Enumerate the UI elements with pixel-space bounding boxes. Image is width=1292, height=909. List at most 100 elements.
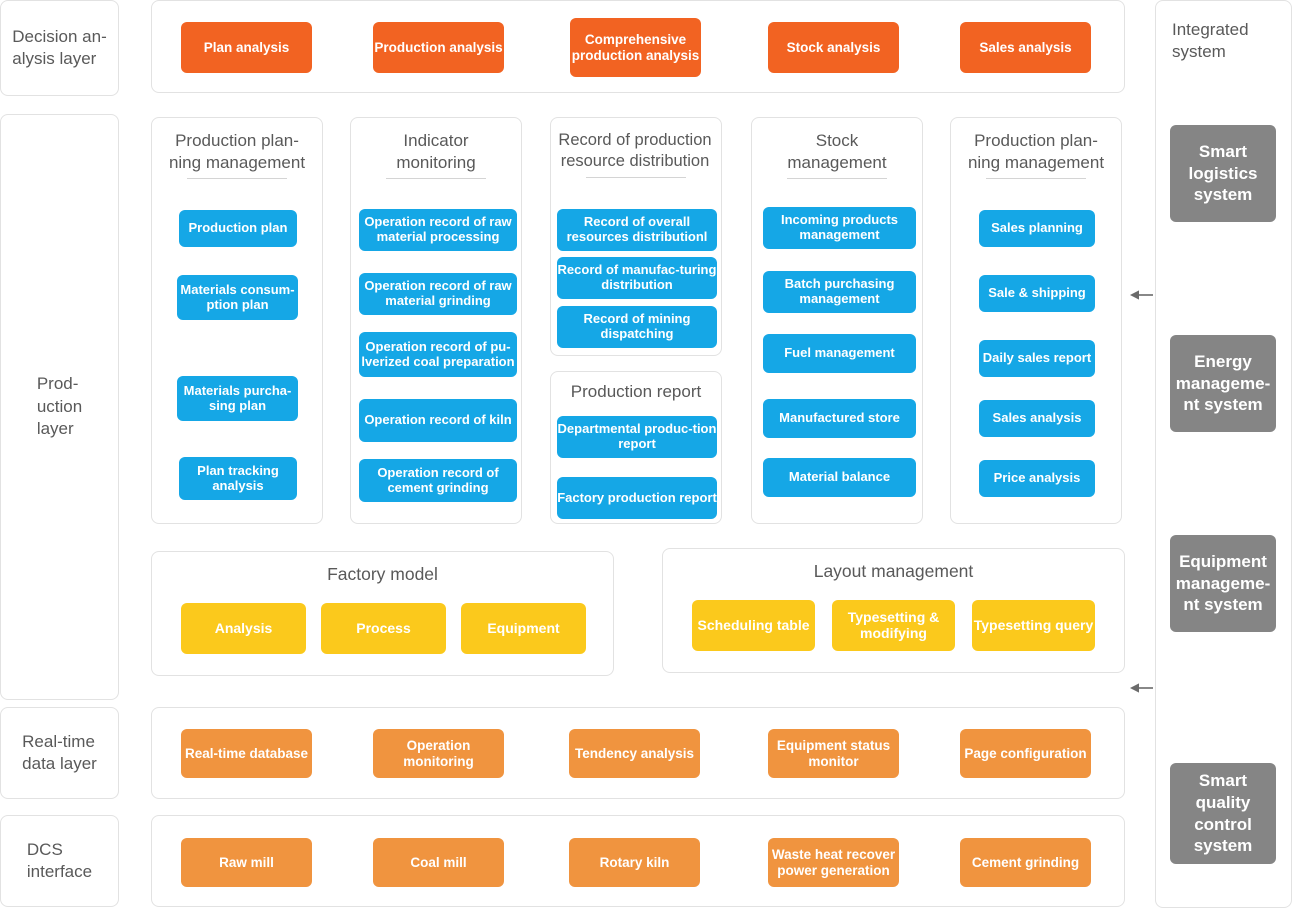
group-title-line2: ning management (967, 153, 1105, 173)
integrated-item-energy-management-system[interactable]: Energy manageme-nt system (1170, 335, 1276, 432)
group-title-production-report: Production report (551, 372, 721, 403)
integrated-item-smart-quality-control-system[interactable]: Smart quality control system (1170, 763, 1276, 864)
item-plan-tracking-analysis[interactable]: Plan tracking analysis (179, 457, 297, 500)
group-factory-model: Factory model Analysis Process Equipment (151, 551, 614, 676)
decision-button-stock-analysis[interactable]: Stock analysis (768, 22, 899, 73)
decision-button-comprehensive-production-analysis[interactable]: Comprehensive production analysis (570, 18, 701, 77)
group-title-line1: Stock (815, 131, 859, 150)
group-production-planning-management-sales: Production plan- ning management Sales p… (950, 117, 1122, 524)
item-manufactured-store[interactable]: Manufactured store (763, 399, 916, 438)
item-scheduling-table[interactable]: Scheduling table (692, 600, 815, 651)
item-record-overall-resources-distribution[interactable]: Record of overall resources distribution… (557, 209, 717, 251)
item-material-balance[interactable]: Material balance (763, 458, 916, 497)
dcs-button-cement-grinding[interactable]: Cement grinding (960, 838, 1091, 887)
realtime-button-operation-monitoring[interactable]: Operation monitoring (373, 729, 504, 778)
dcs-button-rotary-kiln[interactable]: Rotary kiln (569, 838, 700, 887)
realtime-button-real-time-database[interactable]: Real-time database (181, 729, 312, 778)
realtime-button-page-configuration[interactable]: Page configuration (960, 729, 1091, 778)
group-title-line1: Layout management (813, 561, 974, 581)
item-sales-analysis[interactable]: Sales analysis (979, 400, 1095, 437)
title-divider (786, 178, 888, 180)
group-title-record-production-resource-distribution: Record of production resource distributi… (551, 118, 721, 178)
dcs-button-waste-heat-recover-power-generation[interactable]: Waste heat recover power generation (768, 838, 899, 887)
title-divider (186, 178, 288, 180)
item-fuel-management[interactable]: Fuel management (763, 334, 916, 373)
item-operation-record-raw-material-processing[interactable]: Operation record of raw material process… (359, 209, 517, 251)
item-operation-record-cement-grinding[interactable]: Operation record of cement grinding (359, 459, 517, 502)
group-title-line1: Production plan- (974, 131, 1098, 150)
item-departmental-production-report[interactable]: Departmental produc-tion report (557, 416, 717, 458)
integrated-item-equipment-management-system[interactable]: Equipment manageme-nt system (1170, 535, 1276, 632)
group-title-production-planning-management-sales: Production plan- ning management (951, 118, 1121, 180)
item-factory-model-process[interactable]: Process (321, 603, 446, 654)
layer-label-realtime: Real-time data layer (0, 707, 119, 799)
integrated-system-panel: Integrated system Smart logistics system… (1155, 0, 1292, 908)
decision-button-sales-analysis[interactable]: Sales analysis (960, 22, 1091, 73)
group-title-line1: Record of production (558, 131, 712, 149)
realtime-data-panel: Real-time database Operation monitoring … (151, 707, 1125, 799)
integrated-system-title-line1: Integrated (1172, 20, 1249, 39)
item-production-plan[interactable]: Production plan (179, 210, 297, 247)
layer-label-production: Prod- uction layer (0, 114, 119, 700)
item-price-analysis[interactable]: Price analysis (979, 460, 1095, 497)
group-stock-management: Stock management Incoming products manag… (751, 117, 923, 524)
item-operation-record-pulverized-coal-preparation[interactable]: Operation record of pu-lverized coal pre… (359, 332, 517, 377)
item-record-mining-dispatching[interactable]: Record of mining dispatching (557, 306, 717, 348)
item-materials-consumption-plan[interactable]: Materials consum- ption plan (177, 275, 298, 320)
title-divider (585, 176, 687, 178)
layer-label-production-line3: layer (36, 419, 74, 439)
group-title-line1: Indicator (403, 131, 469, 150)
item-daily-sales-report[interactable]: Daily sales report (979, 340, 1095, 377)
item-batch-purchasing-management[interactable]: Batch purchasing management (763, 271, 916, 313)
item-factory-model-equipment[interactable]: Equipment (461, 603, 586, 654)
group-production-planning-management: Production plan- ning management Product… (151, 117, 323, 524)
item-operation-record-kiln[interactable]: Operation record of kiln (359, 399, 517, 442)
group-title-production-planning-management: Production plan- ning management (152, 118, 322, 180)
layer-label-decision: Decision an- alysis layer (0, 0, 119, 96)
title-divider (385, 178, 487, 180)
group-record-production-resource-distribution: Record of production resource distributi… (550, 117, 722, 356)
decision-analysis-panel: Plan analysis Production analysis Compre… (151, 0, 1125, 93)
layer-label-production-line1: Prod- (36, 374, 79, 394)
group-title-line2: ning management (168, 153, 306, 173)
integrated-item-smart-logistics-system[interactable]: Smart logistics system (1170, 125, 1276, 222)
dcs-interface-panel: Raw mill Coal mill Rotary kiln Waste hea… (151, 815, 1125, 907)
realtime-button-tendency-analysis[interactable]: Tendency analysis (569, 729, 700, 778)
group-title-line2: management (787, 153, 887, 173)
decision-button-production-analysis[interactable]: Production analysis (373, 22, 504, 73)
item-incoming-products-management[interactable]: Incoming products management (763, 207, 916, 249)
dcs-button-coal-mill[interactable]: Coal mill (373, 838, 504, 887)
group-production-report: Production report Departmental produc-ti… (550, 371, 722, 524)
decision-button-plan-analysis[interactable]: Plan analysis (181, 22, 312, 73)
layer-label-decision-line2: alysis layer (12, 49, 97, 68)
group-title-line1: Production plan- (175, 131, 299, 150)
item-sales-planning[interactable]: Sales planning (979, 210, 1095, 247)
arrow-production-to-integrated (1130, 290, 1153, 300)
group-title-layout-management: Layout management (663, 549, 1124, 583)
layer-label-decision-line1: Decision an- (12, 26, 107, 46)
group-title-line2: monitoring (396, 153, 476, 173)
layer-label-dcs: DCS interface (0, 815, 119, 907)
item-materials-purchasing-plan[interactable]: Materials purcha- sing plan (177, 376, 298, 421)
layer-label-dcs-line1: DCS (26, 839, 63, 859)
layer-label-realtime-line2: data layer (22, 754, 97, 773)
dcs-button-raw-mill[interactable]: Raw mill (181, 838, 312, 887)
group-layout-management: Layout management Scheduling table Types… (662, 548, 1125, 673)
item-typesetting-query[interactable]: Typesetting query (972, 600, 1095, 651)
integrated-system-title: Integrated system (1156, 1, 1291, 64)
item-sale-and-shipping[interactable]: Sale & shipping (979, 275, 1095, 312)
title-divider (985, 178, 1087, 180)
layer-label-realtime-line1: Real-time (22, 731, 95, 751)
realtime-button-equipment-status-monitor[interactable]: Equipment status monitor (768, 729, 899, 778)
group-title-factory-model: Factory model (152, 552, 613, 586)
item-factory-model-analysis[interactable]: Analysis (181, 603, 306, 654)
group-title-line2: resource distribution (560, 152, 710, 171)
layer-label-production-line2: uction (36, 396, 83, 416)
item-typesetting-and-modifying[interactable]: Typesetting & modifying (832, 600, 955, 651)
group-title-stock-management: Stock management (752, 118, 922, 180)
item-operation-record-raw-material-grinding[interactable]: Operation record of raw material grindin… (359, 273, 517, 315)
item-factory-production-report[interactable]: Factory production report (557, 477, 717, 519)
item-record-manufacturing-distribution[interactable]: Record of manufac-turing distribution (557, 257, 717, 299)
group-indicator-monitoring: Indicator monitoring Operation record of… (350, 117, 522, 524)
